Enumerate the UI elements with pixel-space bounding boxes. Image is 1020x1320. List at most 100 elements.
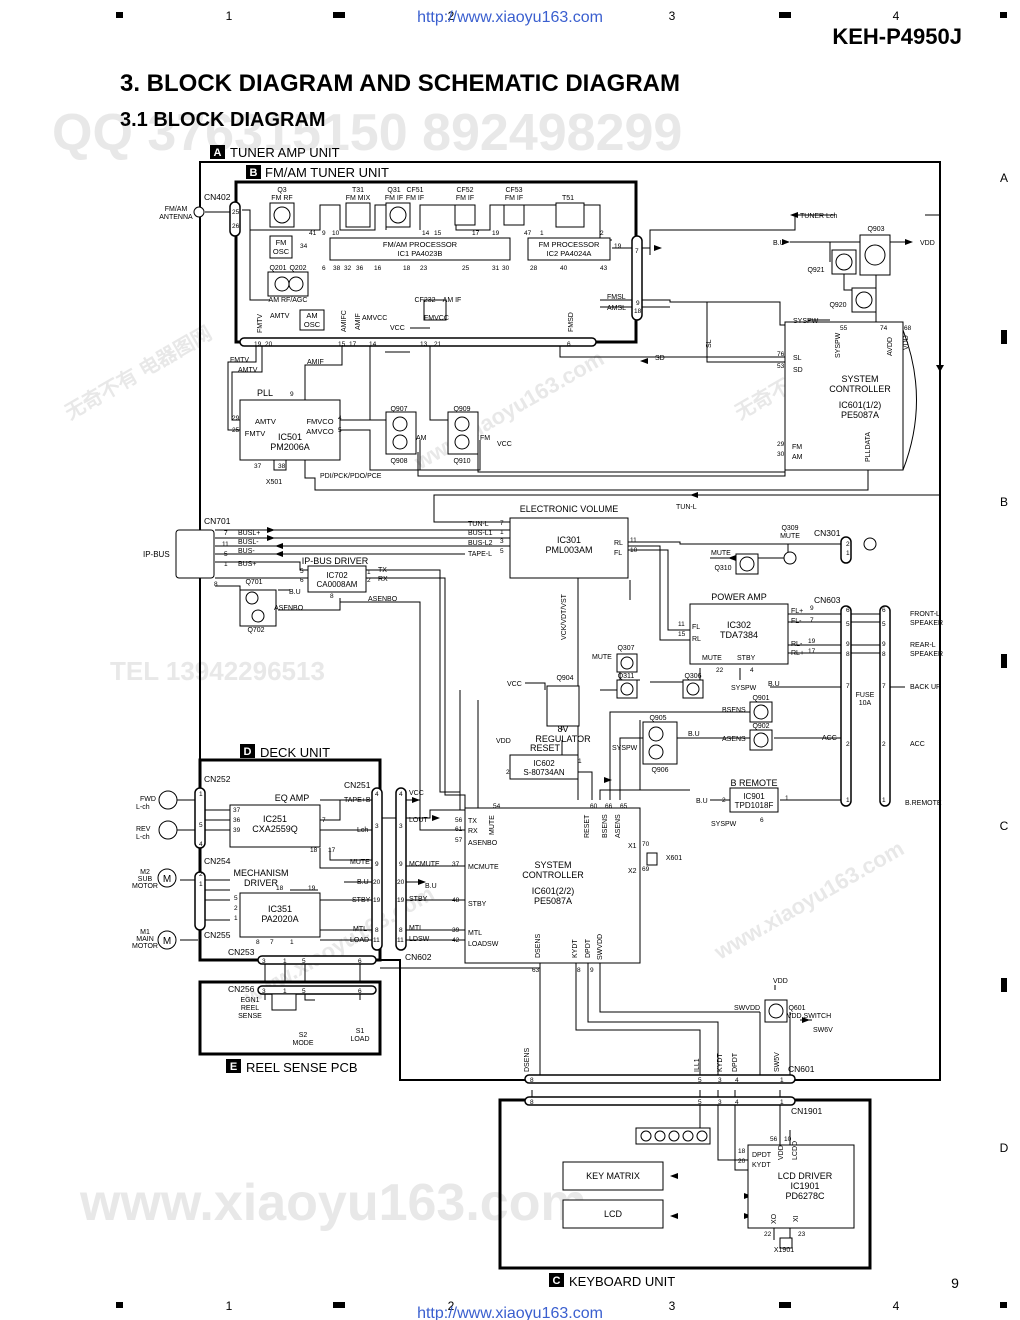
svg-text:CF53: CF53 <box>505 187 522 194</box>
svg-text:Q309: Q309 <box>781 525 798 532</box>
svg-text:10: 10 <box>784 1136 792 1143</box>
svg-text:13: 13 <box>420 341 428 348</box>
svg-text:39: 39 <box>452 927 460 934</box>
svg-text:SYSPW: SYSPW <box>711 821 737 828</box>
svg-text:VCC: VCC <box>507 681 522 688</box>
svg-text:5: 5 <box>338 427 342 434</box>
svg-text:AMIFC: AMIFC <box>341 310 348 332</box>
svg-text:MTL: MTL <box>353 926 367 933</box>
sysctl1-l3: IC601(1/2) <box>839 400 882 410</box>
power-amp-block <box>689 603 789 665</box>
svg-text:VCK/VDT/VST: VCK/VDT/VST <box>561 593 568 640</box>
svg-text:19: 19 <box>397 897 405 904</box>
svg-text:IP-BUS: IP-BUS <box>143 550 170 559</box>
model-name: KEH-P4950J <box>832 24 962 49</box>
svg-text:ASENBO: ASENBO <box>274 605 304 612</box>
sysctl2-l4: PE5087A <box>534 896 572 906</box>
svg-text:Q909: Q909 <box>453 406 470 413</box>
svg-text:FMSL: FMSL <box>607 294 626 301</box>
svg-text:36: 36 <box>356 265 364 272</box>
svg-text:FM IF: FM IF <box>385 195 403 202</box>
tuner-cn-bottom-bar <box>239 337 597 347</box>
pll-ic: IC501 <box>278 432 302 442</box>
svg-text:19: 19 <box>614 243 622 250</box>
svg-text:KYDT: KYDT <box>572 939 579 958</box>
svg-text:SYSPW: SYSPW <box>731 685 757 692</box>
svg-text:4: 4 <box>399 791 403 798</box>
svg-text:1: 1 <box>500 529 504 536</box>
svg-text:TUN-L: TUN-L <box>468 521 489 528</box>
svg-text:66: 66 <box>605 803 613 810</box>
svg-text:19: 19 <box>308 885 316 892</box>
svg-text:Q921: Q921 <box>807 267 824 274</box>
svg-text:VDD: VDD <box>778 1145 785 1160</box>
svg-text:5: 5 <box>500 548 504 555</box>
svg-text:FM IF: FM IF <box>505 195 523 202</box>
svg-text:22: 22 <box>716 667 724 674</box>
grid-row-c: C <box>1000 819 1009 833</box>
svg-text:38: 38 <box>278 463 286 470</box>
svg-text:Q701: Q701 <box>245 579 262 586</box>
svg-text:Q306: Q306 <box>684 673 701 680</box>
cn603-harness-bar <box>879 605 891 807</box>
svg-text:1: 1 <box>882 797 886 804</box>
svg-text:VDD: VDD <box>903 335 910 350</box>
svg-text:11: 11 <box>222 541 229 548</box>
svg-text:SWVDD: SWVDD <box>734 1005 760 1012</box>
svg-text:47: 47 <box>524 230 532 237</box>
svg-text:34: 34 <box>300 243 308 250</box>
svg-text:6: 6 <box>358 958 362 965</box>
svg-text:9: 9 <box>636 300 640 307</box>
svg-text:ASENBO: ASENBO <box>368 596 398 603</box>
svg-text:CN603: CN603 <box>814 595 841 605</box>
svg-text:14: 14 <box>369 341 377 348</box>
svg-text:ASENBO: ASENBO <box>468 840 498 847</box>
svg-text:VCC: VCC <box>409 790 424 797</box>
svg-text:9: 9 <box>846 641 850 648</box>
svg-text:8: 8 <box>214 581 218 588</box>
svg-text:FMSD: FMSD <box>568 312 575 332</box>
svg-text:54: 54 <box>493 803 501 810</box>
svg-text:SD: SD <box>793 367 803 374</box>
svg-text:L-ch: L-ch <box>136 804 150 811</box>
svg-text:2: 2 <box>506 769 510 776</box>
pll-amvco: AMVCO <box>306 427 334 436</box>
svg-text:Q903: Q903 <box>867 226 884 233</box>
svg-text:6: 6 <box>846 607 850 614</box>
power-amp-ic: IC302 <box>727 620 751 630</box>
svg-text:Q310: Q310 <box>714 565 731 572</box>
svg-text:FUSE: FUSE <box>856 692 875 699</box>
svg-text:RL: RL <box>692 636 701 643</box>
svg-text:1: 1 <box>540 230 544 237</box>
svg-text:REV: REV <box>136 826 151 833</box>
svg-text:MUTE: MUTE <box>702 655 722 662</box>
svg-text:ASENS: ASENS <box>722 736 746 743</box>
svg-text:MCMUTE: MCMUTE <box>409 861 440 868</box>
svg-text:MTL: MTL <box>409 925 423 932</box>
svg-text:BUS-L2: BUS-L2 <box>468 540 493 547</box>
pll-title: PLL <box>257 388 273 398</box>
svg-text:LOAD: LOAD <box>350 1036 369 1043</box>
eq-amp-part: CXA2559Q <box>252 824 298 834</box>
svg-text:SPEAKER: SPEAKER <box>910 651 943 658</box>
svg-text:BUS-L1: BUS-L1 <box>468 530 493 537</box>
svg-text:1: 1 <box>846 550 850 557</box>
svg-text:3: 3 <box>375 823 379 830</box>
mech-drv-part: PA2020A <box>261 914 298 924</box>
svg-text:FM: FM <box>792 444 802 451</box>
svg-text:FL+: FL+ <box>791 608 803 615</box>
svg-text:FM IF: FM IF <box>456 195 474 202</box>
ipbus-drv-ic: IC702 <box>326 571 348 580</box>
svg-text:10: 10 <box>630 547 638 554</box>
svg-text:6: 6 <box>300 577 304 584</box>
svg-text:22: 22 <box>764 1231 772 1238</box>
svg-text:Q902: Q902 <box>752 723 769 730</box>
cn256-bar <box>257 985 377 995</box>
svg-text:MUTE: MUTE <box>711 550 731 557</box>
grid-col-2: 2 <box>448 9 455 23</box>
svg-text:AM: AM <box>792 454 803 461</box>
svg-text:57: 57 <box>455 837 463 844</box>
cn602-bar <box>395 787 407 951</box>
lcd-block <box>562 1199 664 1229</box>
svg-text:FL: FL <box>692 624 700 631</box>
